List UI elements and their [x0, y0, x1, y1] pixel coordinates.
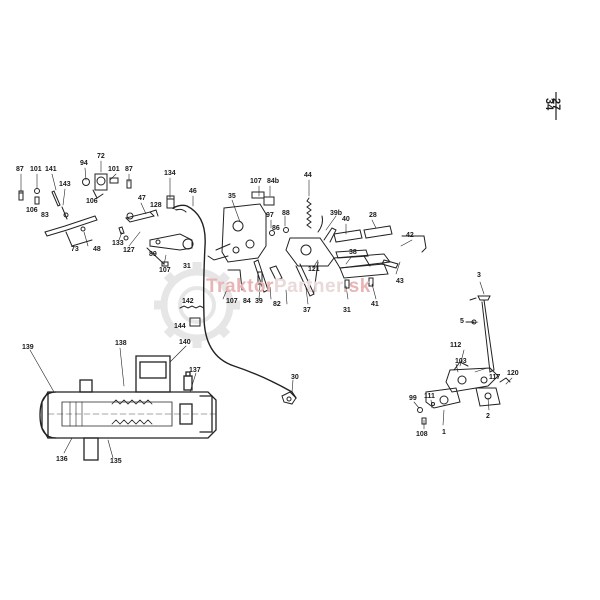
part-label: 87: [16, 166, 24, 173]
pedal-assembly: [227, 227, 391, 297]
part-label: 101: [30, 166, 42, 173]
part-label: 94: [80, 160, 88, 167]
part-label: 73: [71, 246, 79, 253]
part-label: 38: [349, 249, 357, 256]
watermark-part-1: Traktor: [206, 276, 274, 297]
part-label: 5: [460, 318, 464, 325]
part-label: 108: [416, 431, 428, 438]
part-label: 89: [149, 251, 157, 258]
part-label: 106: [26, 207, 38, 214]
part-label: 142: [182, 298, 194, 305]
part-label: 31: [183, 263, 191, 270]
spring-pin-set: [179, 305, 205, 327]
page-number-bottom: 34: [543, 98, 555, 111]
part-label: 112: [450, 342, 462, 349]
part-label: 3: [477, 272, 481, 279]
part-label: 136: [56, 456, 68, 463]
part-label: 139: [22, 344, 34, 351]
watermark-text: TraktorPartner.sk: [206, 276, 371, 298]
part-label: 35: [228, 193, 236, 200]
leader-lines: [20, 160, 513, 459]
part-label: 138: [115, 340, 127, 347]
part-label: 31: [343, 307, 351, 314]
part-label: 28: [369, 212, 377, 219]
part-label: 43: [396, 278, 404, 285]
part-label: 103: [455, 358, 467, 365]
part-label: 88: [282, 210, 290, 217]
part-label: 141: [45, 166, 57, 173]
part-label: 107: [250, 178, 262, 185]
return-spring: [306, 197, 323, 233]
part-label: 101: [108, 166, 120, 173]
part-label: 137: [189, 367, 201, 374]
part-label: 106: [86, 198, 98, 205]
part-label: 140: [179, 339, 191, 346]
part-label: 39b: [330, 210, 343, 217]
part-label: 1: [442, 429, 446, 436]
fastener-group-left: [18, 173, 132, 247]
part-label: 48: [93, 246, 101, 253]
part-label: 99: [409, 395, 417, 402]
pedal-bracket: [207, 191, 289, 263]
part-label: 97: [266, 212, 274, 219]
part-label: 135: [110, 458, 122, 465]
part-label: 87: [125, 166, 133, 173]
part-label: 37: [303, 307, 311, 314]
part-label: 134: [164, 170, 176, 177]
watermark-part-2: Partner: [273, 276, 343, 297]
part-label: 82: [273, 301, 281, 308]
part-label: 2: [486, 413, 490, 420]
part-label: 107: [226, 298, 238, 305]
part-label: 111: [424, 393, 435, 400]
part-label: 144: [174, 323, 186, 330]
part-label: 127: [123, 247, 135, 254]
part-label: 143: [59, 181, 71, 188]
part-label: 133: [112, 240, 124, 247]
part-label: 40: [342, 216, 350, 223]
part-label: 86: [272, 225, 280, 232]
watermark-gear-icon: [154, 262, 240, 348]
master-cylinder: [39, 355, 217, 461]
pin-shafts: [333, 225, 427, 269]
brake-lever-assembly: [417, 295, 511, 425]
part-label: 84: [243, 298, 251, 305]
part-label: 107: [159, 267, 171, 274]
part-label: 42: [406, 232, 414, 239]
part-label: 44: [304, 172, 312, 179]
rod-end-30: [281, 391, 297, 405]
part-label: 41: [371, 301, 379, 308]
part-label: 30: [291, 374, 299, 381]
part-label: 117: [489, 374, 501, 381]
watermark-part-3: .sk: [342, 276, 371, 297]
part-label: 83: [41, 212, 49, 219]
part-label: 128: [150, 202, 162, 209]
part-label: 46: [189, 188, 197, 195]
part-label: 121: [308, 266, 320, 273]
part-label: 84b: [267, 178, 280, 185]
part-label: 72: [97, 153, 105, 160]
part-label: 39: [255, 298, 263, 305]
throttle-linkage: [125, 195, 297, 399]
part-label: 120: [507, 370, 519, 377]
part-label: 47: [138, 195, 146, 202]
